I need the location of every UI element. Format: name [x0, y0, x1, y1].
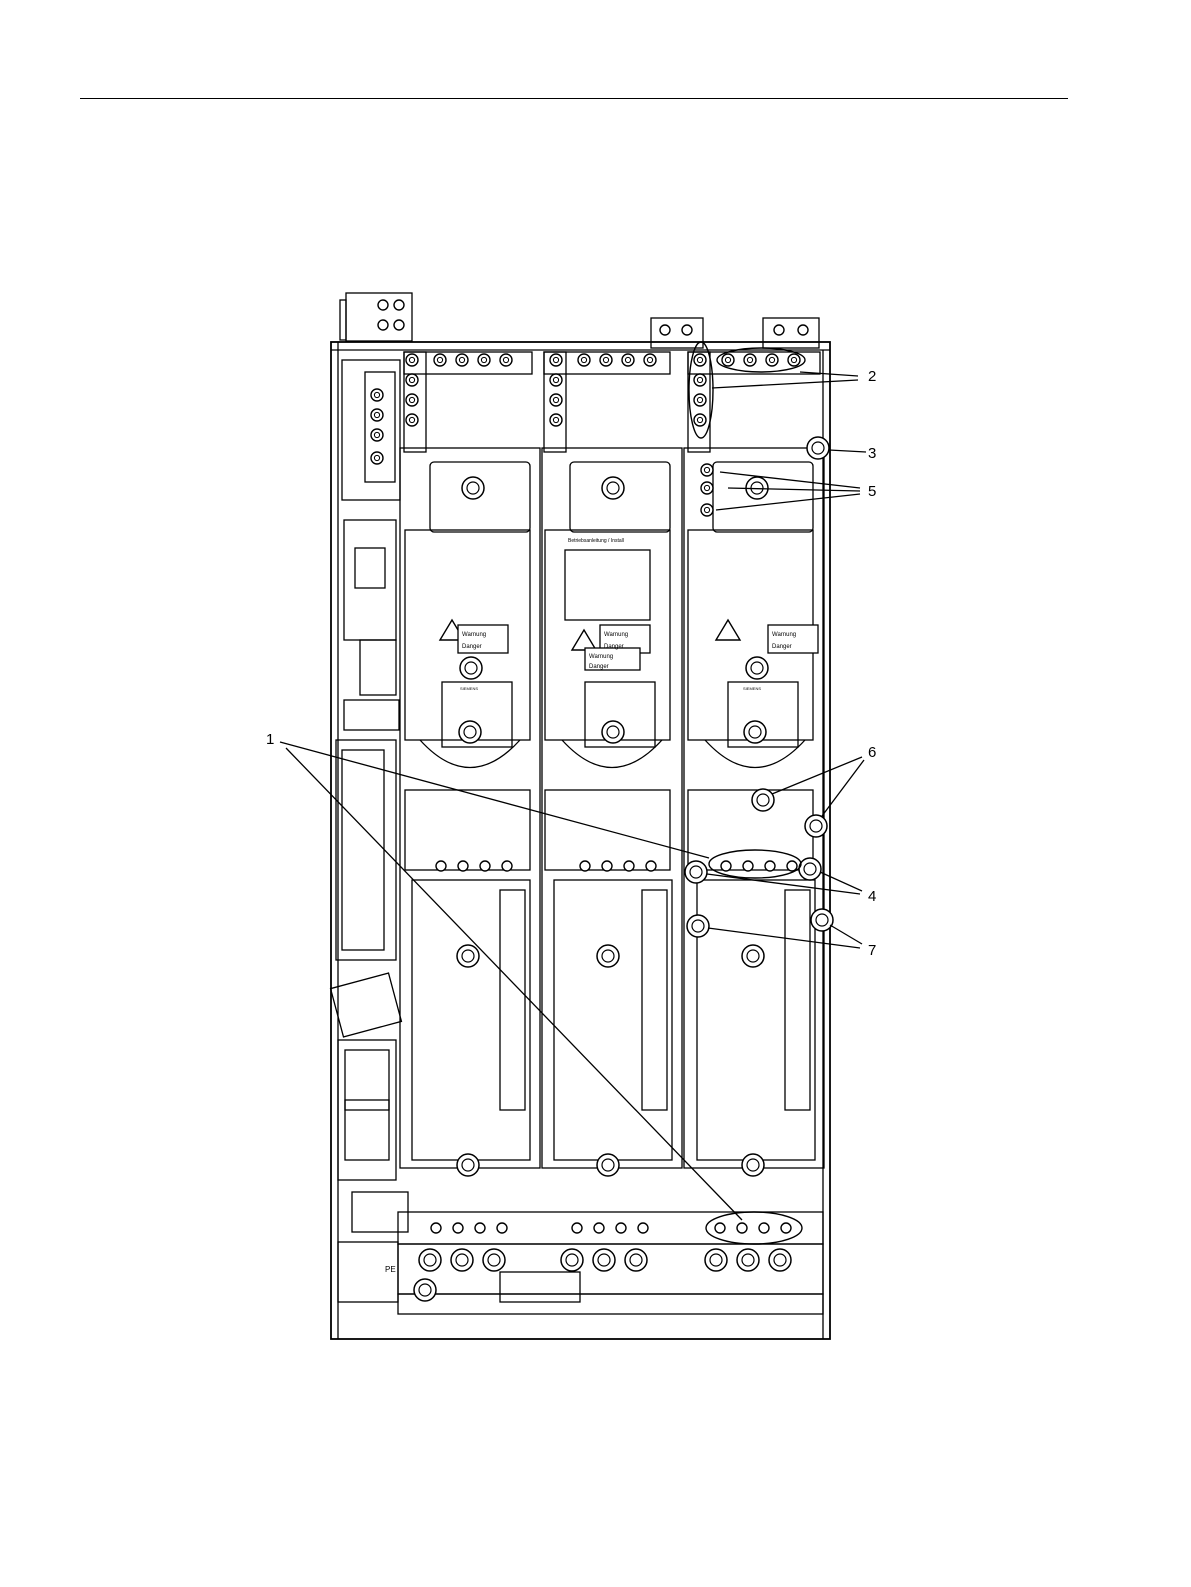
module1-warning-text: Warnung: [462, 632, 486, 638]
module3-danger-text: Danger: [772, 644, 792, 650]
callout-6: 6: [868, 744, 876, 761]
callout-2: 2: [868, 368, 876, 385]
module2-warning2-text: Warnung: [589, 654, 613, 660]
module3-brand: SIEMENS: [743, 686, 761, 691]
callout-7: 7: [868, 942, 876, 959]
callout-5: 5: [868, 483, 876, 500]
callout-4: 4: [868, 888, 876, 905]
module2-danger-text: Danger: [604, 644, 624, 650]
pe-mark: PE: [385, 1265, 396, 1274]
module2-warning-text: Warnung: [604, 632, 628, 638]
callout-3: 3: [868, 445, 876, 462]
module3-warning-text: Warnung: [772, 632, 796, 638]
module2-sticker-text: Betriebsanleitung / Install: [568, 538, 624, 544]
module1-danger-text: Danger: [462, 644, 482, 650]
module2-danger2-text: Danger: [589, 664, 609, 670]
callout-1: 1: [266, 731, 274, 748]
module1-brand: SIEMENS: [460, 686, 478, 691]
